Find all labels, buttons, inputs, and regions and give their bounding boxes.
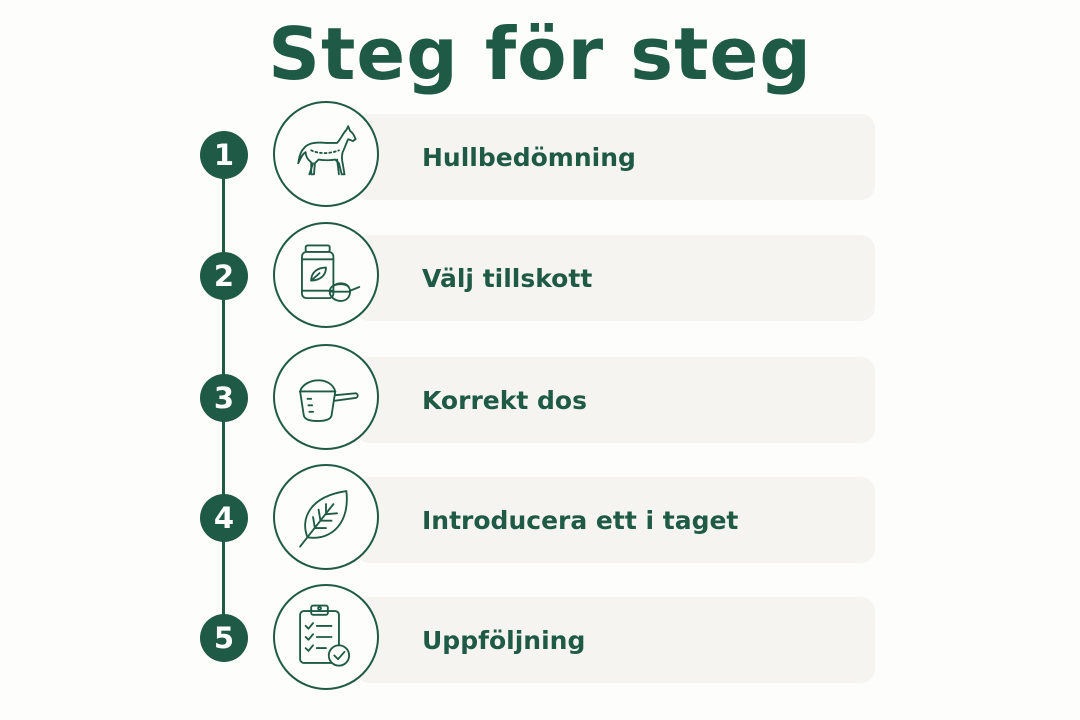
step-label: Välj tillskott	[422, 263, 593, 293]
measuring-scoop-icon	[273, 344, 379, 450]
step-number: 2	[200, 252, 248, 300]
step-label: Hullbedömning	[422, 142, 636, 172]
step-number: 5	[200, 614, 248, 662]
step-4: 4 Introducera ett i taget	[0, 463, 1080, 575]
step-5: 5 Uppföljning	[0, 583, 1080, 695]
step-3: 3 Korrekt dos	[0, 343, 1080, 455]
page-title: Steg för steg	[268, 12, 812, 96]
leaf-icon	[273, 464, 379, 570]
horse-icon	[273, 101, 379, 207]
step-card	[355, 114, 875, 200]
step-label: Korrekt dos	[422, 385, 587, 415]
step-card	[355, 357, 875, 443]
step-card	[355, 597, 875, 683]
step-number: 3	[200, 374, 248, 422]
step-number: 4	[200, 494, 248, 542]
step-label: Uppföljning	[422, 625, 586, 655]
step-number: 1	[200, 131, 248, 179]
step-card	[355, 477, 875, 563]
step-label: Introducera ett i taget	[422, 505, 739, 535]
step-card	[355, 235, 875, 321]
step-1: 1 Hullbedömning	[0, 100, 1080, 212]
step-2: 2 Välj tillskott	[0, 221, 1080, 333]
supplement-jar-scoop-icon	[273, 222, 379, 328]
checklist-clipboard-icon	[273, 584, 379, 690]
